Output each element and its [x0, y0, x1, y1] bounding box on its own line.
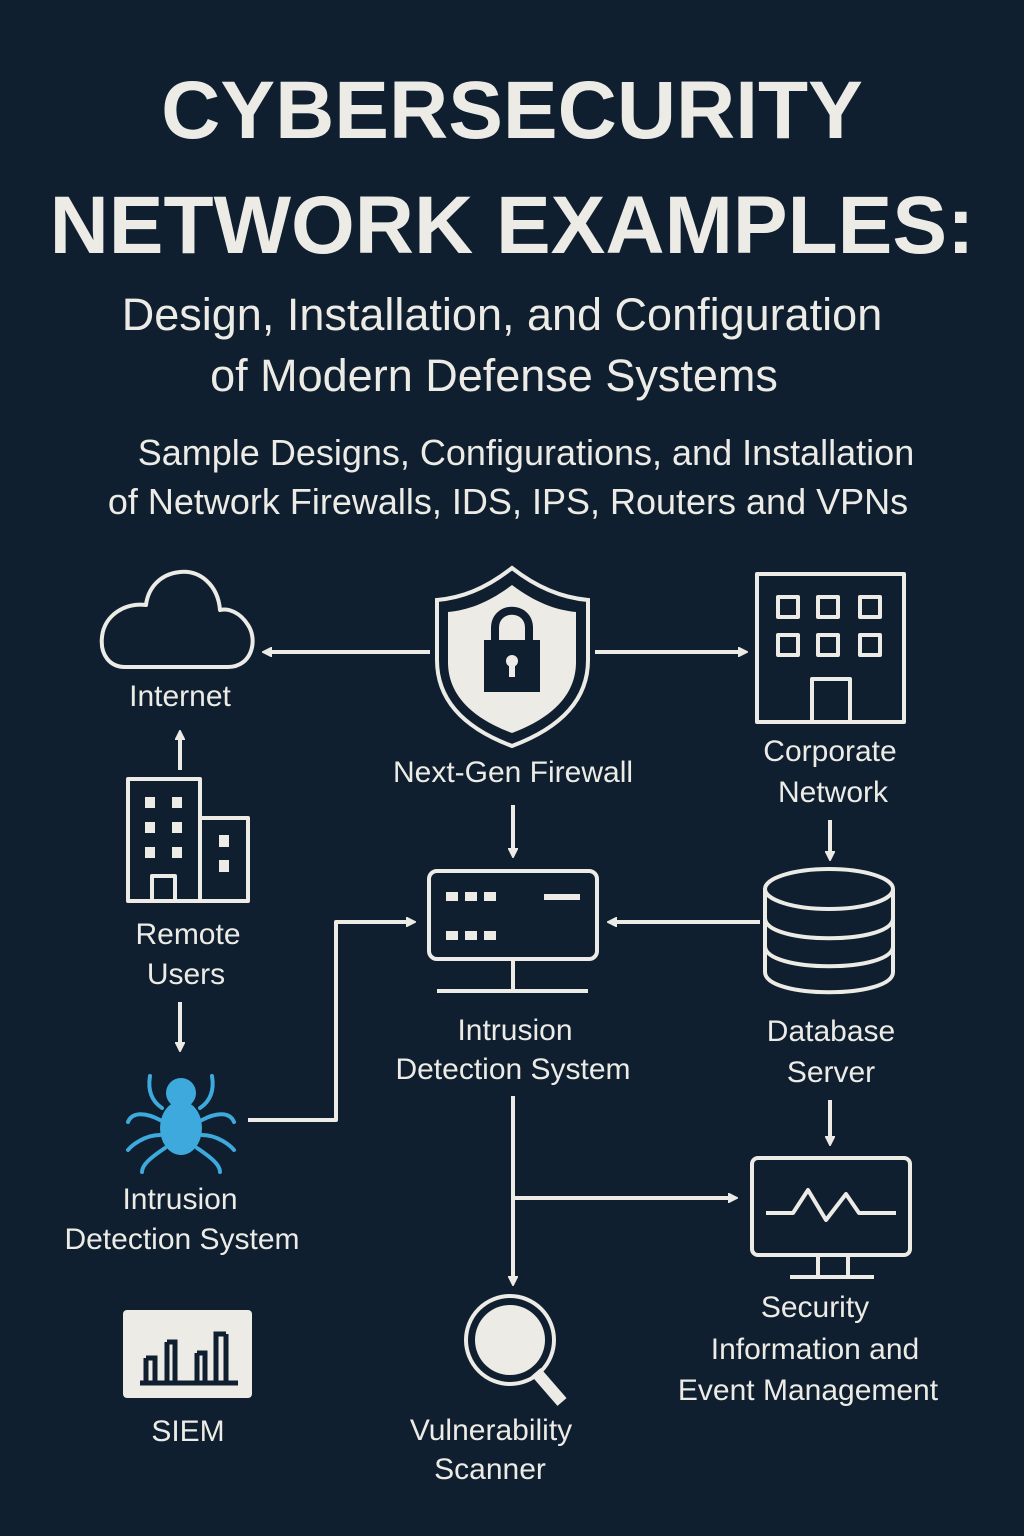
siem-monitor-label-2: Information and	[710, 1333, 920, 1366]
title-line-1: CYBERSECURITY	[161, 65, 863, 156]
cloud-icon	[99, 569, 255, 669]
ids-left-label-2: Detection System	[64, 1223, 300, 1256]
office-buildings-icon	[126, 777, 250, 903]
database-label-1: Database	[766, 1015, 896, 1048]
tagline-line-2: of Network Firewalls, IDS, IPS, Routers …	[107, 481, 909, 522]
remote-label-1: Remote	[135, 918, 241, 951]
monitor-icon	[427, 869, 599, 993]
ids-center-label-1: Intrusion	[457, 1014, 573, 1047]
siem-monitor-label-1: Security	[760, 1291, 870, 1324]
bar-chart-icon	[123, 1310, 252, 1398]
database-label-2: Server	[786, 1056, 876, 1089]
office-windows	[145, 797, 229, 872]
magnifier-lens	[475, 1305, 567, 1406]
monitor-waveform-icon	[750, 1156, 912, 1279]
corporate-label-1: Corporate	[763, 735, 897, 768]
connector-spider-to-ids	[248, 922, 412, 1122]
scanner-label-1: Vulnerability	[409, 1414, 573, 1447]
spider-icon	[126, 1074, 236, 1174]
siem-label: SIEM	[151, 1415, 225, 1448]
corporate-label-2: Network	[777, 776, 889, 809]
internet-label: Internet	[129, 680, 231, 713]
magnifier-icon	[464, 1294, 556, 1386]
ids-left-label-1: Intrusion	[122, 1183, 238, 1216]
remote-label-2: Users	[146, 958, 226, 991]
subtitle-line-2: of Modern Defense Systems	[210, 350, 778, 401]
scanner-label-2: Scanner	[434, 1453, 546, 1486]
monitor-indicators	[446, 892, 580, 940]
siem-monitor-label-3: Event Management	[677, 1374, 939, 1407]
firewall-label: Next-Gen Firewall	[392, 756, 634, 789]
database-icon	[763, 867, 895, 995]
tagline-line-1: Sample Designs, Configurations, and Inst…	[137, 432, 915, 473]
subtitle-line-1: Design, Installation, and Configuration	[121, 289, 883, 340]
title-line-2: NETWORK EXAMPLES:	[49, 180, 975, 271]
building-icon	[755, 572, 906, 724]
ids-center-label-2: Detection System	[395, 1053, 631, 1086]
shield-lock-icon	[435, 565, 590, 749]
